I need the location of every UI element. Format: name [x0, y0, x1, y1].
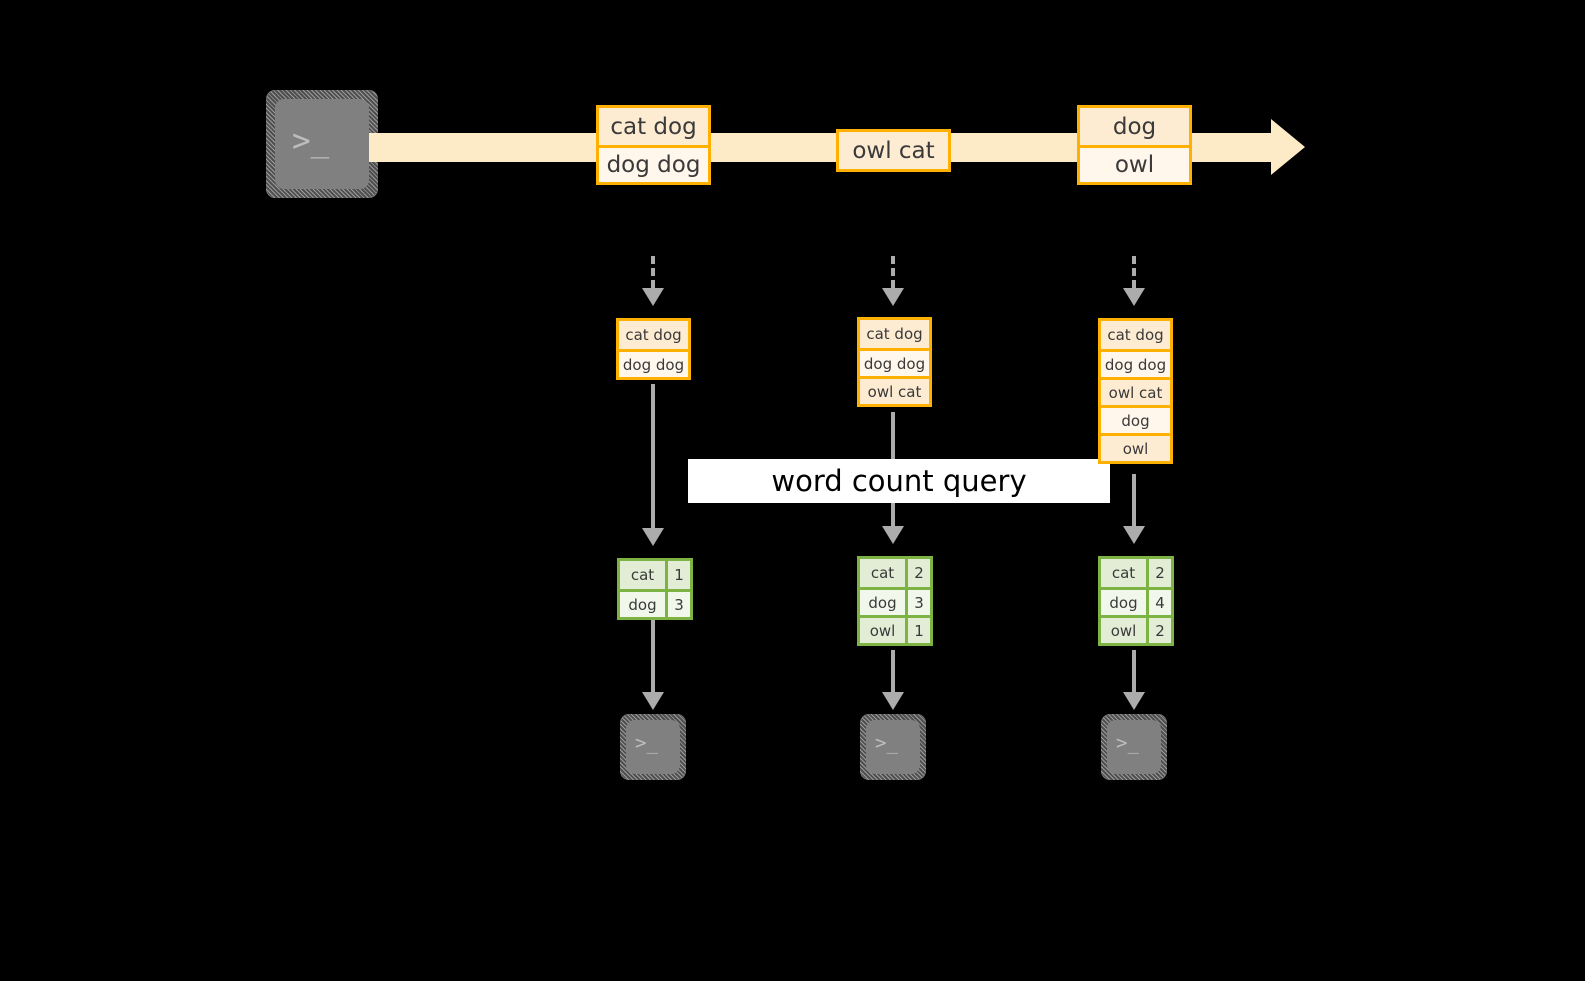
result-count: 2 [1146, 618, 1171, 643]
table-row: cat 2 [1101, 559, 1171, 587]
result-count: 1 [905, 618, 930, 643]
snapshot-box-3[interactable]: cat dog dog dog owl cat dog owl [1098, 318, 1173, 464]
snapshot-line: owl cat [860, 376, 929, 404]
terminal-face [866, 720, 920, 774]
terminal-prompt-glyph: >_ [292, 123, 330, 159]
snapshot-line: cat dog [1101, 321, 1170, 349]
query-label-bar: word count query [688, 459, 1110, 503]
result-count: 1 [665, 561, 690, 589]
result-table-2[interactable]: cat 2 dog 3 owl 1 [857, 556, 933, 646]
snapshot-box-2[interactable]: cat dog dog dog owl cat [857, 317, 932, 407]
sink-terminal-icon-2[interactable]: >_ [860, 714, 926, 780]
terminal-prompt-glyph: >_ [635, 732, 658, 754]
result-count: 3 [665, 592, 690, 617]
query-connector-3 [1132, 474, 1136, 530]
query-arrowhead-2-icon [882, 526, 904, 544]
snapshot-line: dog dog [619, 349, 688, 377]
result-table-1[interactable]: cat 1 dog 3 [617, 558, 693, 620]
snapshot-line: dog dog [860, 348, 929, 376]
ingest-connector-1 [651, 256, 655, 288]
source-terminal-icon[interactable]: >_ [266, 90, 378, 198]
result-count: 4 [1146, 590, 1171, 615]
terminal-face [1107, 720, 1161, 774]
result-word: dog [1101, 590, 1146, 615]
message-line: owl [1080, 145, 1189, 182]
ingest-arrowhead-3-icon [1123, 288, 1145, 306]
sink-terminal-icon-3[interactable]: >_ [1101, 714, 1167, 780]
table-row: cat 1 [620, 561, 690, 589]
snapshot-line: owl cat [1101, 377, 1170, 405]
stream-arrowhead-right-icon [1271, 119, 1305, 175]
result-word: cat [620, 561, 665, 589]
sink-connector-3 [1132, 650, 1136, 696]
sink-terminal-icon-1[interactable]: >_ [620, 714, 686, 780]
table-row: dog 4 [1101, 587, 1171, 615]
sink-arrowhead-2-icon [882, 692, 904, 710]
terminal-face [275, 99, 369, 189]
snapshot-line: owl [1101, 433, 1170, 461]
query-arrowhead-3-icon [1123, 526, 1145, 544]
query-connector-1 [651, 384, 655, 532]
table-row: dog 3 [860, 587, 930, 615]
ingest-arrowhead-1-icon [642, 288, 664, 306]
query-arrowhead-1-icon [642, 528, 664, 546]
result-table-3[interactable]: cat 2 dog 4 owl 2 [1098, 556, 1174, 646]
sink-connector-2 [891, 650, 895, 696]
message-line: dog [1080, 108, 1189, 145]
message-line: owl cat [839, 132, 948, 169]
result-count: 3 [905, 590, 930, 615]
result-word: dog [860, 590, 905, 615]
ingest-arrowhead-2-icon [882, 288, 904, 306]
sink-arrowhead-1-icon [642, 692, 664, 710]
query-label-text: word count query [771, 464, 1027, 498]
snapshot-line: cat dog [619, 321, 688, 349]
result-word: dog [620, 592, 665, 617]
terminal-face [626, 720, 680, 774]
result-word: owl [1101, 618, 1146, 643]
ingest-connector-3 [1132, 256, 1136, 288]
result-count: 2 [1146, 559, 1171, 587]
table-row: dog 3 [620, 589, 690, 617]
sink-connector-1 [651, 620, 655, 696]
sink-arrowhead-3-icon [1123, 692, 1145, 710]
result-word: cat [1101, 559, 1146, 587]
stream-message-2[interactable]: owl cat [836, 129, 951, 172]
terminal-prompt-glyph: >_ [1116, 732, 1139, 754]
stream-message-3[interactable]: dog owl [1077, 105, 1192, 185]
ingest-connector-2 [891, 256, 895, 288]
table-row: cat 2 [860, 559, 930, 587]
snapshot-line: dog [1101, 405, 1170, 433]
result-word: cat [860, 559, 905, 587]
terminal-prompt-glyph: >_ [875, 732, 898, 754]
snapshot-line: cat dog [860, 320, 929, 348]
table-row: owl 2 [1101, 615, 1171, 643]
stream-message-1[interactable]: cat dog dog dog [596, 105, 711, 185]
table-row: owl 1 [860, 615, 930, 643]
message-line: cat dog [599, 108, 708, 145]
result-word: owl [860, 618, 905, 643]
result-count: 2 [905, 559, 930, 587]
snapshot-line: dog dog [1101, 349, 1170, 377]
message-line: dog dog [599, 145, 708, 182]
snapshot-box-1[interactable]: cat dog dog dog [616, 318, 691, 380]
